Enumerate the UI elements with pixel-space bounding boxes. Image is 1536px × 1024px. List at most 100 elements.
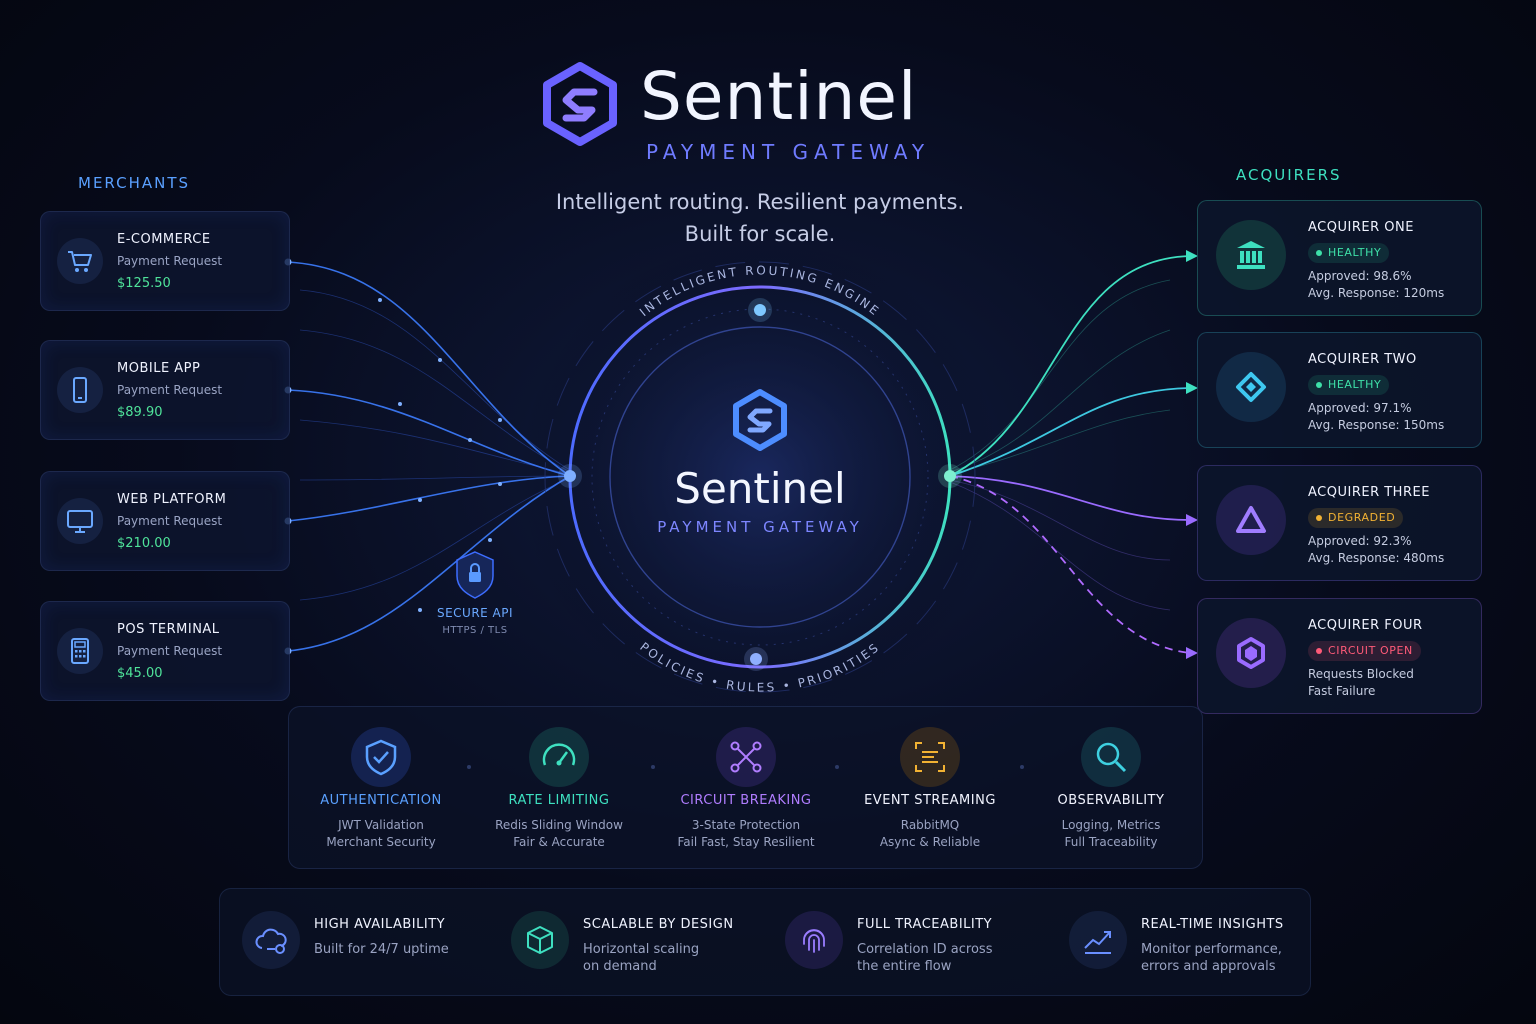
feature-title: AUTHENTICATION <box>320 793 442 808</box>
acquirer-approval: Approved: 98.6% <box>1308 269 1412 283</box>
benefit-line: Horizontal scaling <box>583 942 700 957</box>
benefit-line: Built for 24/7 uptime <box>314 942 449 957</box>
status-text: HEALTHY <box>1328 378 1382 391</box>
smartphone-icon <box>57 367 103 413</box>
benefit-high-availability[interactable]: HIGH AVAILABILITY Built for 24/7 uptime <box>220 889 490 995</box>
feature-title: OBSERVABILITY <box>1057 793 1165 808</box>
feature-line: Redis Sliding Window <box>495 818 623 832</box>
feature-title: CIRCUIT BREAKING <box>680 793 812 808</box>
magnifier-icon <box>1081 727 1141 787</box>
feature-line: Merchant Security <box>326 835 436 849</box>
acquirer-response: Avg. Response: 150ms <box>1308 418 1445 432</box>
pos-terminal-icon <box>57 628 103 674</box>
acquirer-approval: Approved: 92.3% <box>1308 534 1412 548</box>
acquirer-status-line: Fast Failure <box>1308 684 1376 698</box>
acquirers-label: ACQUIRERS <box>1236 166 1342 184</box>
merchant-name: WEB PLATFORM <box>117 492 227 507</box>
merchant-amount: $89.90 <box>117 405 163 420</box>
circuit-nodes-icon <box>716 727 776 787</box>
monitor-icon <box>57 498 103 544</box>
merchant-type: Payment Request <box>117 644 223 658</box>
status-badge: DEGRADED <box>1308 508 1404 528</box>
brand-logo <box>543 62 617 146</box>
benefit-title: HIGH AVAILABILITY <box>314 917 446 932</box>
engine-logo <box>733 389 787 451</box>
acquirer-card-two[interactable]: ACQUIRER TWO HEALTHY Approved: 97.1% Avg… <box>1197 332 1482 448</box>
event-stream-icon <box>900 727 960 787</box>
acquirer-response: Avg. Response: 120ms <box>1308 286 1445 300</box>
features-panel: AUTHENTICATION JWT Validation Merchant S… <box>288 706 1203 869</box>
feature-line: RabbitMQ <box>900 818 960 832</box>
feature-line: Fair & Accurate <box>513 835 605 849</box>
merchant-amount: $125.50 <box>117 276 171 291</box>
tagline: Intelligent routing. Resilient payments.… <box>540 186 980 250</box>
feature-title: EVENT STREAMING <box>864 793 996 808</box>
fingerprint-icon <box>785 911 843 969</box>
merchant-name: MOBILE APP <box>117 361 201 376</box>
merchants-label: MERCHANTS <box>78 174 191 192</box>
ring-nodes <box>558 298 962 671</box>
feature-line: Async & Reliable <box>879 835 981 849</box>
merchant-card-ecommerce[interactable]: E-COMMERCE Payment Request $125.50 <box>40 211 290 311</box>
status-text: CIRCUIT OPEN <box>1328 644 1413 657</box>
merchant-type: Payment Request <box>117 514 223 528</box>
feature-title: RATE LIMITING <box>508 793 610 808</box>
cube-icon <box>511 911 569 969</box>
acquirer-response: Avg. Response: 480ms <box>1308 551 1445 565</box>
feature-observability[interactable]: OBSERVABILITY Logging, Metrics Full Trac… <box>1021 707 1201 868</box>
acquirer-card-three[interactable]: ACQUIRER THREE DEGRADED Approved: 92.3% … <box>1197 465 1482 581</box>
acquirer-card-one[interactable]: ACQUIRER ONE HEALTHY Approved: 98.6% Avg… <box>1197 200 1482 316</box>
status-badge: HEALTHY <box>1308 375 1390 395</box>
benefit-title: SCALABLE BY DESIGN <box>583 917 734 932</box>
feature-event-streaming[interactable]: EVENT STREAMING RabbitMQ Async & Reliabl… <box>840 707 1020 868</box>
merchant-card-web-platform[interactable]: WEB PLATFORM Payment Request $210.00 <box>40 471 290 571</box>
trend-chart-icon <box>1069 911 1127 969</box>
feature-circuit-breaking[interactable]: CIRCUIT BREAKING 3-State Protection Fail… <box>656 707 836 868</box>
benefit-line: Correlation ID across <box>857 942 993 957</box>
acquirer-flow-lines <box>949 255 1191 654</box>
triangle-icon <box>1216 485 1286 555</box>
acquirer-name: ACQUIRER ONE <box>1308 220 1414 235</box>
benefit-full-traceability[interactable]: FULL TRACEABILITY Correlation ID across … <box>763 889 1047 995</box>
feature-line: Logging, Metrics <box>1061 818 1161 832</box>
merchant-card-pos-terminal[interactable]: POS TERMINAL Payment Request $45.00 <box>40 601 290 701</box>
secure-api: SECURE API HTTPS / TLS <box>420 606 530 636</box>
shopping-cart-icon <box>57 238 103 284</box>
acquirer-card-four[interactable]: ACQUIRER FOUR CIRCUIT OPEN Requests Bloc… <box>1197 598 1482 714</box>
status-badge: CIRCUIT OPEN <box>1308 641 1421 661</box>
brand-title: Sentinel <box>640 58 918 135</box>
feature-line: JWT Validation <box>338 818 424 832</box>
benefit-scalable-by-design[interactable]: SCALABLE BY DESIGN Horizontal scaling on… <box>489 889 761 995</box>
secure-api-subtitle: HTTPS / TLS <box>442 625 508 636</box>
feature-authentication[interactable]: AUTHENTICATION JWT Validation Merchant S… <box>291 707 471 868</box>
acquirer-name: ACQUIRER FOUR <box>1308 618 1423 633</box>
tagline-line-2: Built for scale. <box>684 222 836 246</box>
status-text: HEALTHY <box>1328 246 1382 259</box>
speedometer-icon <box>529 727 589 787</box>
merchant-amount: $45.00 <box>117 666 163 681</box>
benefit-real-time-insights[interactable]: REAL-TIME INSIGHTS Monitor performance, … <box>1047 889 1309 995</box>
status-text: DEGRADED <box>1328 511 1396 524</box>
benefits-bar: HIGH AVAILABILITY Built for 24/7 uptime … <box>219 888 1311 996</box>
merchant-card-mobile-app[interactable]: MOBILE APP Payment Request $89.90 <box>40 340 290 440</box>
feature-rate-limiting[interactable]: RATE LIMITING Redis Sliding Window Fair … <box>469 707 649 868</box>
hexagon-icon <box>1216 618 1286 688</box>
merchant-amount: $210.00 <box>117 536 171 551</box>
engine-title: Sentinel <box>674 464 846 513</box>
benefit-line: errors and approvals <box>1141 959 1276 974</box>
cloud-icon <box>242 911 300 969</box>
benefit-line: the entire flow <box>857 959 952 974</box>
secure-api-title: SECURE API <box>436 606 514 620</box>
lock-shield-icon <box>456 551 494 599</box>
bank-icon <box>1216 220 1286 290</box>
benefit-line: on demand <box>583 959 657 974</box>
benefit-title: FULL TRACEABILITY <box>857 917 993 932</box>
merchant-flow-lines <box>287 261 571 652</box>
acquirer-name: ACQUIRER TWO <box>1308 352 1417 367</box>
diamond-icon <box>1216 352 1286 422</box>
merchant-name: E-COMMERCE <box>117 232 211 247</box>
tagline-line-1: Intelligent routing. Resilient payments. <box>555 190 965 214</box>
brand-subtitle: PAYMENT GATEWAY <box>646 140 931 164</box>
merchant-type: Payment Request <box>117 254 223 268</box>
